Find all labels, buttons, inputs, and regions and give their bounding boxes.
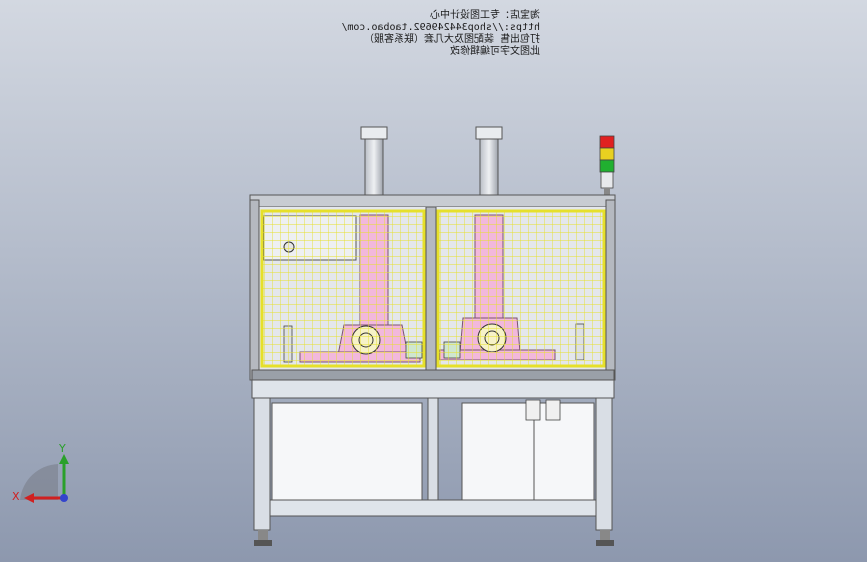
table-top-edge [251,369,615,381]
top-frame [249,194,616,208]
cabinet-right [461,402,595,501]
lower-frame [253,397,613,531]
frame-post-right [605,199,616,381]
table-top [251,379,615,399]
air-filter-unit [525,399,561,421]
leveling-feet [254,530,614,546]
triad-x-label: X [12,490,20,503]
right-cylinder [475,126,503,196]
frame-post-center [425,206,437,373]
left-cylinder [360,126,388,196]
safety-fence-right [436,209,606,368]
signal-tower [599,135,615,200]
coordinate-triad: Y X [10,440,90,510]
triad-y-label: Y [59,442,66,455]
frame-post-left [249,199,260,381]
safety-fence-left [260,209,426,368]
cabinet-left [271,402,423,501]
